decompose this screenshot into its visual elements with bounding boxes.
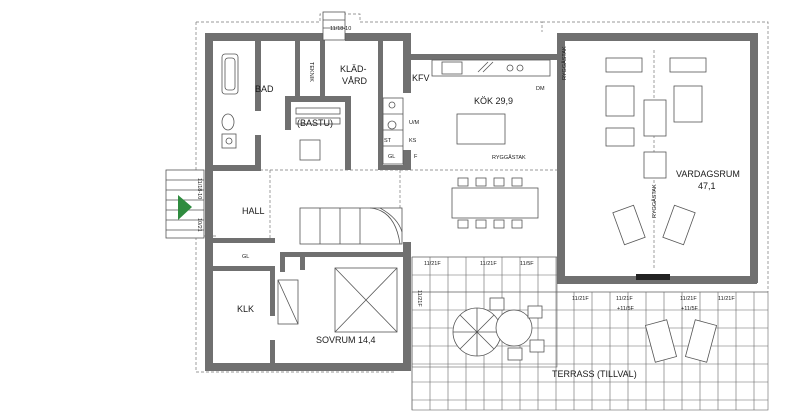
window-label-1: 11/21F (424, 261, 441, 267)
window-label-4: 11/21F (416, 290, 422, 307)
window-label-5: 11/21F (572, 296, 589, 302)
internal-stairs (299, 207, 403, 245)
ryggastak-vertical-label-2: RYGGÅSTAK (651, 184, 658, 218)
terrace-tiles (411, 256, 769, 411)
window-label-3: 11/5F (520, 261, 534, 267)
window-label-entry-2: 10/21 (196, 218, 202, 232)
room-label-klk: KLK (237, 304, 254, 314)
room-label-bad: BAD (255, 84, 274, 94)
room-label-um: U/M (409, 120, 420, 126)
window-label-10: 11/21F (718, 296, 735, 302)
room-label-dm: DM (536, 86, 545, 92)
room-label-kladvard-2: VÅRD (342, 76, 368, 86)
window-label-6: 11/21F (616, 296, 633, 302)
bedroom-furniture (277, 267, 398, 333)
room-label-terrass: TERRASS (TILLVAL) (552, 369, 637, 379)
window-label-entry: 11/18-10 (196, 178, 202, 199)
room-label-f: F (414, 154, 418, 160)
entry-stairs (165, 169, 205, 239)
window-label-top: 11/18-10 (330, 26, 351, 32)
entry-arrow-icon (178, 195, 192, 220)
sauna-bench (295, 107, 341, 161)
room-label-gl-hall: GL (242, 254, 249, 260)
ryggastak-vertical-label: RYGGÅSTAK (561, 46, 568, 80)
living-room-furniture (605, 57, 707, 280)
room-label-st: ST (384, 138, 392, 144)
window-label-8: 11/21F (680, 296, 697, 302)
room-label-kladvard-1: KLÄD- (340, 64, 367, 74)
room-label-kok: KÖK 29,9 (474, 96, 513, 106)
room-label-vardagsrum-2: 47,1 (698, 181, 716, 191)
dining-table (451, 177, 539, 229)
room-label-bastu: (BASTU) (297, 118, 333, 128)
bathroom-fixtures (221, 53, 239, 149)
terrace-furniture (452, 297, 718, 363)
top-entry-box (322, 11, 346, 41)
room-label-sovrum: SOVRUM 14,4 (316, 335, 376, 345)
room-label-ks: KS (409, 138, 417, 144)
window-label-9: +11/5F (681, 306, 699, 312)
room-label-kfv: KFV (412, 73, 430, 83)
room-label-hall: HALL (242, 206, 265, 216)
room-label-vardagsrum-1: VARDAGSRUM (676, 169, 740, 179)
room-label-gl-kitchen: GL (388, 154, 395, 160)
ryggastak-label: RYGGÅSTAK (492, 154, 526, 161)
window-label-7: +11/5F (617, 306, 635, 312)
kitchen-fixtures (382, 59, 551, 165)
room-label-teknik: TEKNIK (308, 62, 314, 82)
window-label-2: 11/21F (480, 261, 497, 267)
